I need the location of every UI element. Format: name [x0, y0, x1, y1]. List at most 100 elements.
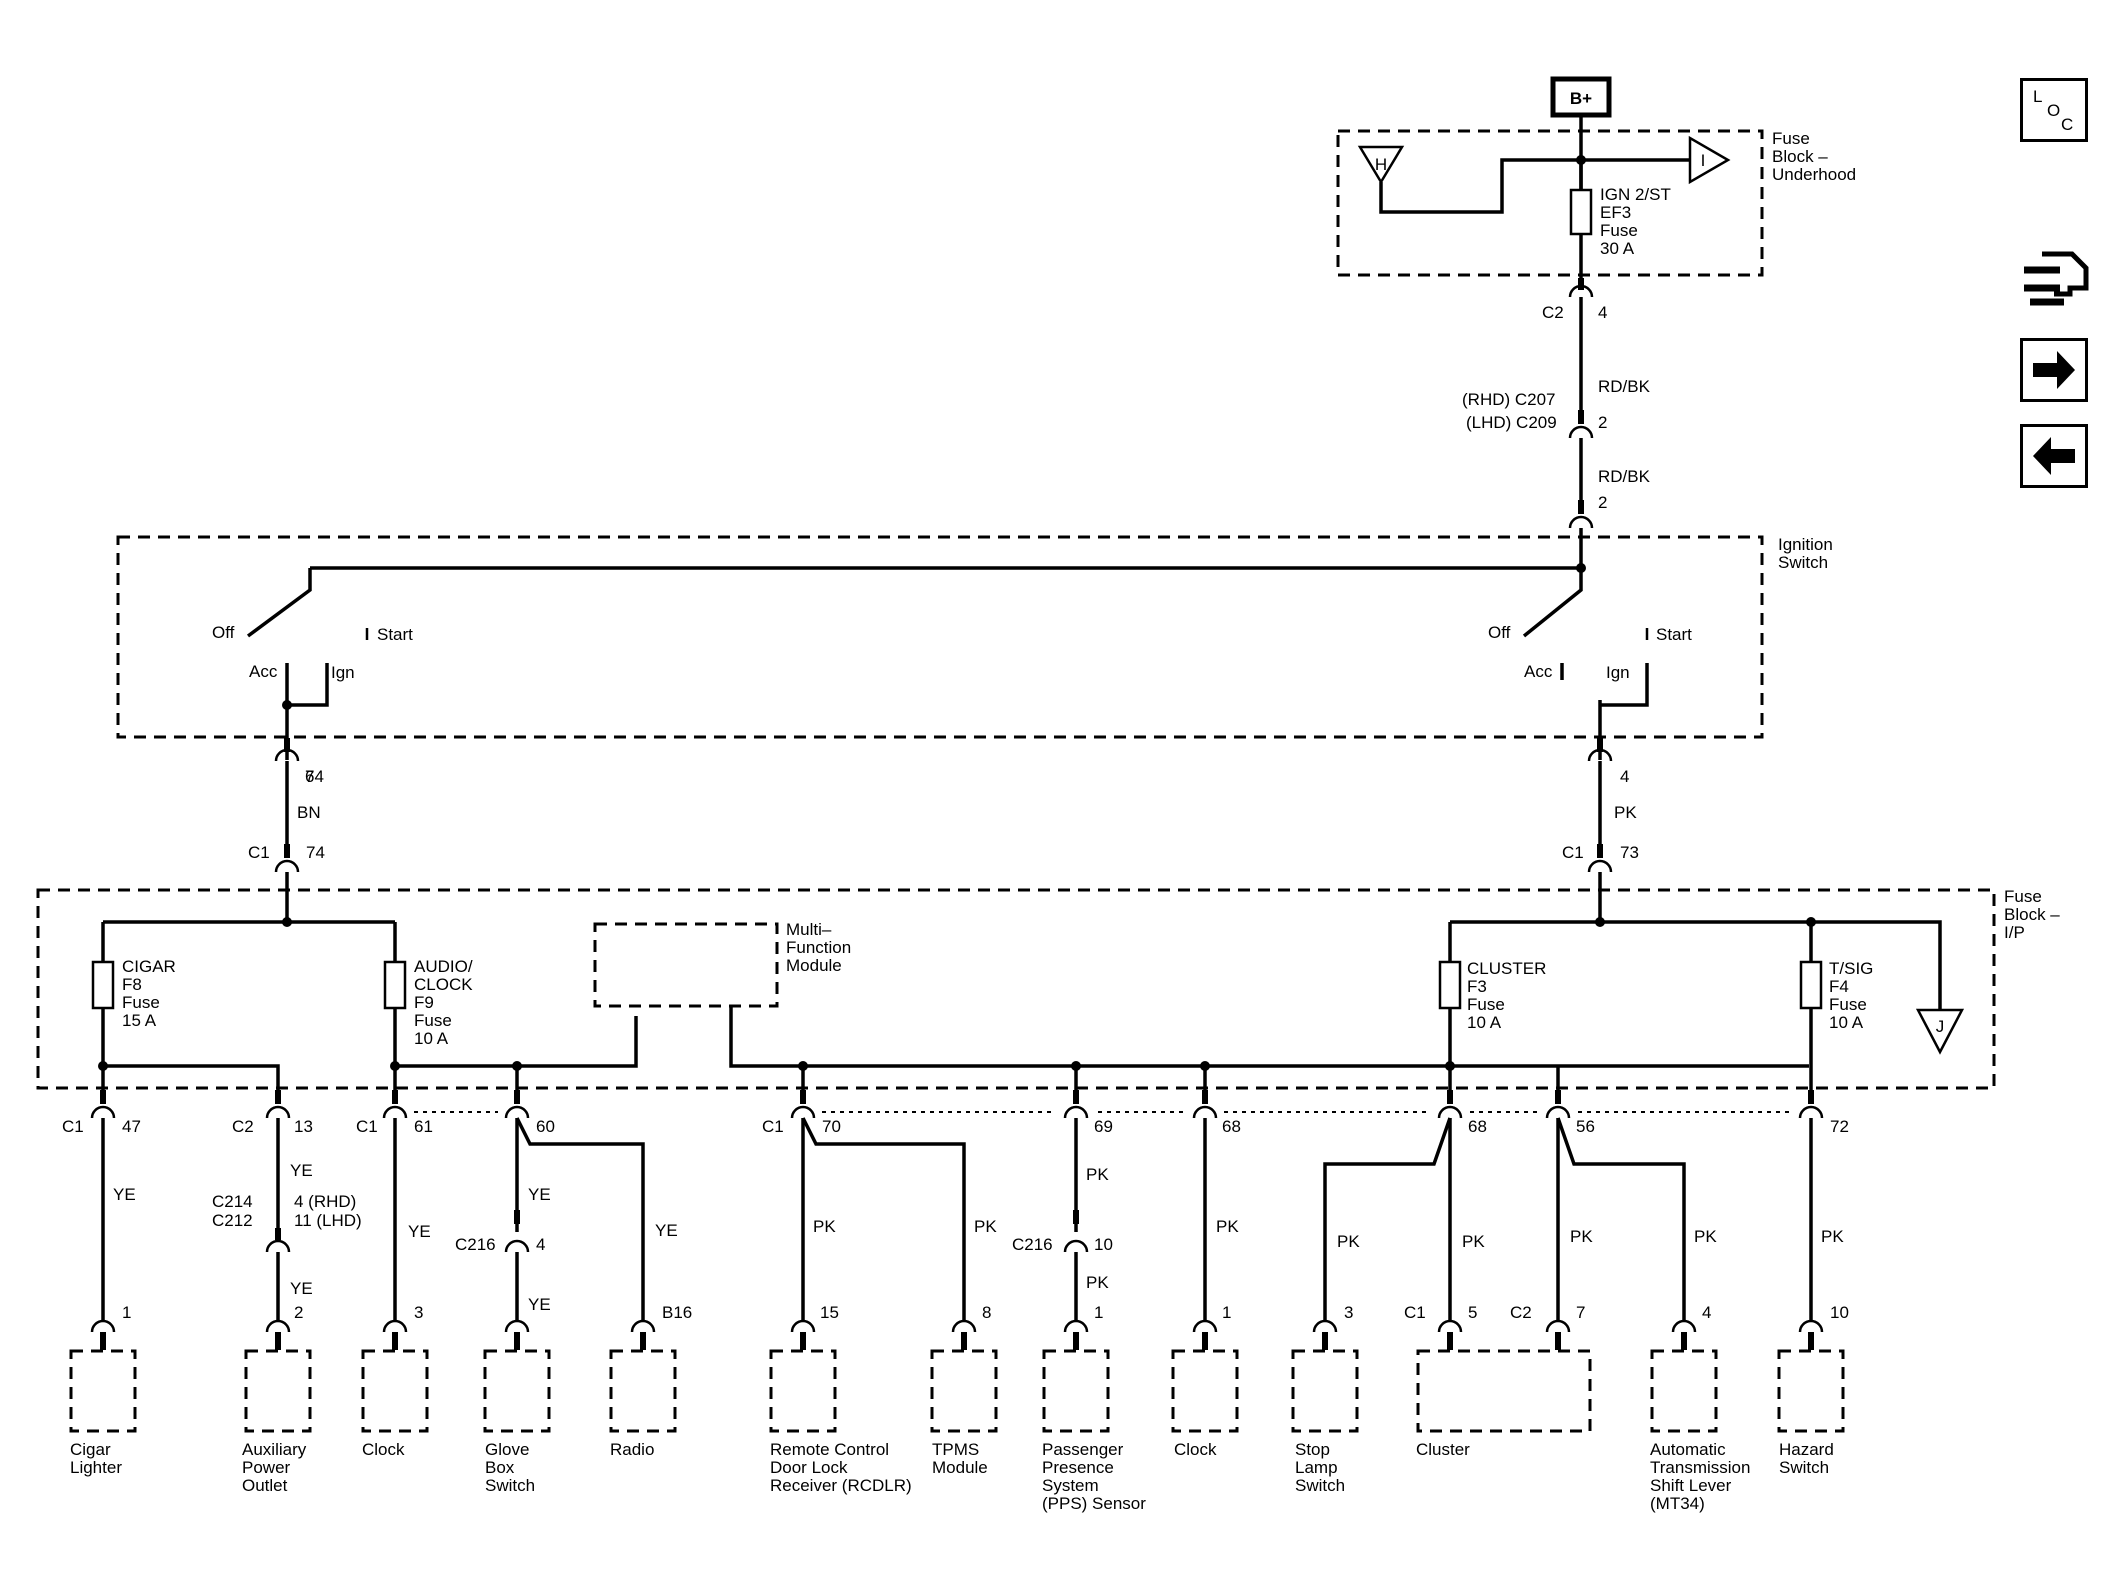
tpms-module-box	[930, 1349, 998, 1433]
svg-text:YE: YE	[528, 1185, 551, 1204]
fuse-f3	[1438, 960, 1462, 1010]
svg-text:YE: YE	[290, 1279, 313, 1298]
radio-box	[609, 1349, 677, 1433]
svg-text:C2: C2	[1542, 303, 1564, 322]
offpage-i-icon: I	[1688, 135, 1731, 185]
svg-text:8: 8	[982, 1303, 991, 1322]
svg-text:C1: C1	[1562, 843, 1584, 862]
svg-text:4: 4	[536, 1235, 545, 1254]
ignition-switch	[116, 535, 1764, 739]
svg-text:C216: C216	[1012, 1235, 1053, 1254]
stop-lamp-switch-box	[1291, 1349, 1359, 1433]
svg-text:PK: PK	[1086, 1165, 1109, 1184]
clock-label: Clock	[362, 1440, 405, 1459]
svg-text:4: 4	[1620, 767, 1629, 786]
svg-text:61: 61	[414, 1117, 433, 1136]
svg-text:C2: C2	[232, 1117, 254, 1136]
svg-text:C2: C2	[1510, 1303, 1532, 1322]
fuse-block-ip	[36, 888, 1996, 1090]
multifunction-module	[593, 922, 779, 1008]
offpage-j-icon: J	[1915, 1008, 1965, 1055]
svg-text:I: I	[1701, 151, 1706, 170]
svg-text:C1: C1	[248, 843, 270, 862]
previous-page-button[interactable]	[2020, 424, 2088, 488]
fuse-ef3	[1569, 188, 1593, 236]
svg-text:PK: PK	[1821, 1227, 1844, 1246]
clock-2-label: Clock	[1174, 1440, 1217, 1459]
fuse-f8	[91, 960, 115, 1010]
clock-2-box	[1171, 1349, 1239, 1433]
svg-text:15: 15	[820, 1303, 839, 1322]
svg-text:2: 2	[1598, 493, 1607, 512]
battery-supply: B+	[1550, 76, 1612, 118]
svg-text:10: 10	[1830, 1303, 1849, 1322]
pps-sensor-box	[1042, 1349, 1110, 1433]
svg-text:Acc: Acc	[1524, 662, 1553, 681]
svg-text:PK: PK	[974, 1217, 997, 1236]
svg-text:Acc: Acc	[249, 662, 278, 681]
svg-text:10: 10	[1094, 1235, 1113, 1254]
ip-connector-row	[90, 1090, 1824, 1119]
hazard-switch-box	[1777, 1349, 1845, 1433]
svg-text:H: H	[1375, 155, 1387, 174]
svg-text:69: 69	[1094, 1117, 1113, 1136]
svg-text:YE: YE	[528, 1295, 551, 1314]
svg-text:PK: PK	[1614, 803, 1637, 822]
fuse-f4	[1799, 960, 1823, 1010]
component-locator-button[interactable]: L O C	[2020, 78, 2088, 142]
svg-text:2: 2	[1598, 413, 1607, 432]
fuse-block-underhood	[1336, 129, 1764, 277]
svg-text:4: 4	[1702, 1303, 1711, 1322]
svg-text:YE: YE	[408, 1222, 431, 1241]
svg-text:3: 3	[1344, 1303, 1353, 1322]
radio-label: Radio	[610, 1440, 654, 1459]
rcdlr-box	[769, 1349, 837, 1433]
svg-text:PK: PK	[1216, 1217, 1239, 1236]
glove-box-switch-box	[483, 1349, 551, 1433]
svg-text:11 (LHD): 11 (LHD)	[294, 1211, 362, 1230]
cluster-label: Cluster	[1416, 1440, 1470, 1459]
svg-text:6: 6	[305, 767, 314, 786]
svg-text:73: 73	[1620, 843, 1639, 862]
svg-text:70: 70	[822, 1117, 841, 1136]
svg-text:56: 56	[1576, 1117, 1595, 1136]
next-page-button[interactable]	[2020, 338, 2088, 402]
svg-text:YE: YE	[655, 1221, 678, 1240]
svg-text:5: 5	[1468, 1303, 1477, 1322]
svg-text:(LHD) C209: (LHD) C209	[1466, 413, 1557, 432]
svg-text:PK: PK	[1337, 1232, 1360, 1251]
svg-text:68: 68	[1468, 1117, 1487, 1136]
svg-text:1: 1	[1222, 1303, 1231, 1322]
svg-text:C1: C1	[1404, 1303, 1426, 1322]
svg-text:1: 1	[122, 1303, 131, 1322]
svg-text:Ign: Ign	[1606, 663, 1630, 682]
svg-text:13: 13	[294, 1117, 313, 1136]
arrow-right-icon	[2033, 351, 2075, 389]
svg-text:C1: C1	[356, 1117, 378, 1136]
offpage-h-icon: H	[1357, 145, 1405, 185]
svg-text:BN: BN	[297, 803, 321, 822]
svg-text:72: 72	[1830, 1117, 1849, 1136]
svg-text:C1: C1	[762, 1117, 784, 1136]
svg-text:B16: B16	[662, 1303, 692, 1322]
svg-text:3: 3	[414, 1303, 423, 1322]
svg-text:Off: Off	[1488, 623, 1511, 642]
shift-lever-box	[1650, 1349, 1718, 1433]
svg-text:C214: C214	[212, 1192, 253, 1211]
connector-view-button[interactable]	[2020, 244, 2094, 320]
svg-text:74: 74	[305, 767, 324, 786]
aux-power-outlet-box	[244, 1349, 312, 1433]
cigar-lighter-box	[69, 1349, 137, 1433]
loc-letter-l: L	[2033, 87, 2043, 106]
